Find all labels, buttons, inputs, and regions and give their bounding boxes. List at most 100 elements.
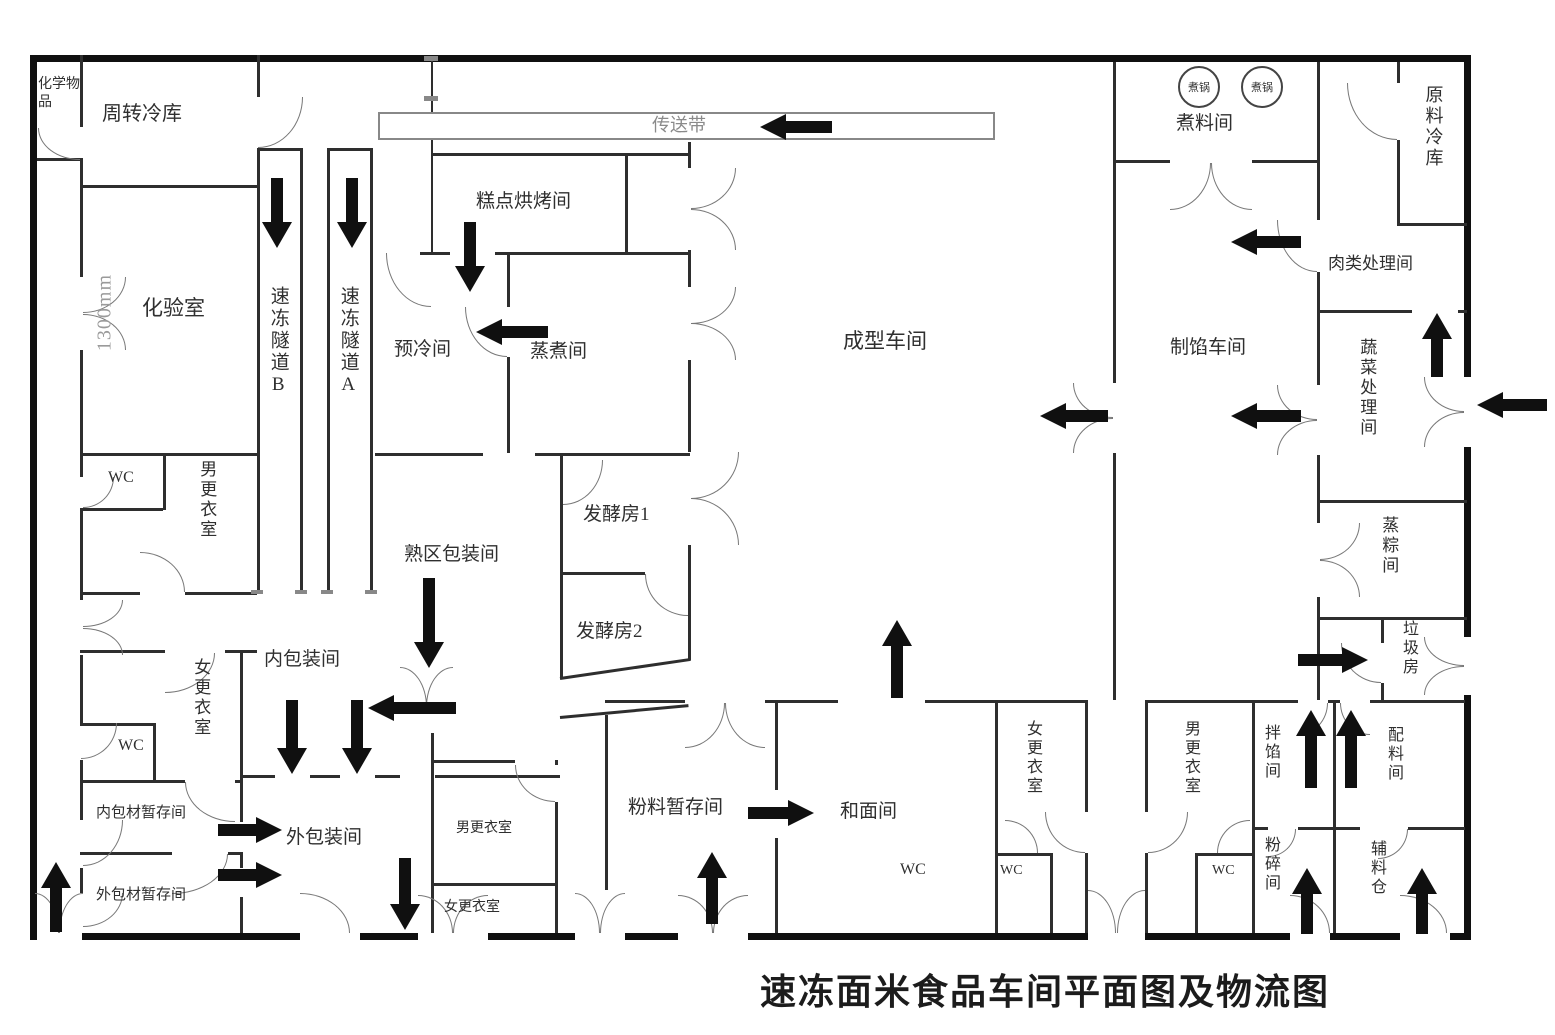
wall-segment — [431, 733, 434, 933]
flow-arrow-down — [277, 700, 307, 774]
wall-segment — [507, 252, 510, 307]
flow-arrow-up — [1422, 313, 1452, 377]
wall-segment — [507, 357, 510, 453]
arrow-head — [455, 266, 485, 292]
room-label-crushing: 粉碎间 — [1262, 836, 1279, 893]
wall-segment — [243, 775, 275, 778]
wall-segment — [1330, 933, 1400, 940]
wall-segment — [375, 775, 400, 778]
arrow-shaft — [50, 888, 62, 932]
wall-segment — [688, 360, 691, 452]
arrow-head — [760, 113, 786, 140]
wall-segment — [435, 775, 560, 778]
arrow-shaft — [1298, 654, 1342, 666]
wall-segment — [1464, 55, 1471, 377]
wall-segment — [1252, 700, 1255, 933]
door-swing-arc — [515, 765, 555, 802]
wall-segment — [432, 153, 688, 156]
wall-segment — [431, 883, 555, 886]
arrow-head — [1295, 710, 1326, 736]
door-swing-arc — [575, 893, 600, 933]
wall-segment — [1397, 62, 1400, 83]
wall-segment — [495, 252, 690, 255]
wall-segment — [80, 852, 172, 855]
room-label-vegetable-processing: 蔬菜处理间 — [1357, 338, 1377, 438]
wall-segment — [688, 142, 691, 168]
wall-segment — [153, 723, 156, 780]
wall-segment — [1397, 140, 1400, 223]
wall-segment — [688, 250, 691, 287]
arrow-head — [1231, 229, 1257, 255]
wall-segment — [1298, 827, 1360, 830]
arrow-shaft — [1431, 339, 1443, 377]
wall-segment — [30, 55, 37, 940]
arrow-shaft — [1257, 236, 1301, 248]
flow-arrow-up — [1295, 710, 1326, 788]
door-swing-arc — [563, 460, 603, 505]
wall-segment — [488, 933, 575, 940]
wall-segment — [1252, 160, 1317, 163]
wall-segment — [1381, 683, 1384, 700]
room-label-wc: WC — [1212, 863, 1235, 878]
arrow-head — [390, 904, 420, 930]
wall-segment — [80, 508, 163, 511]
wall-segment — [80, 158, 83, 277]
wall-segment — [80, 55, 83, 127]
door-swing-arc — [258, 97, 303, 148]
wall-segment — [1397, 223, 1467, 226]
door-jamb-tick — [295, 590, 307, 594]
arrow-shaft — [346, 178, 358, 222]
wall-segment — [1450, 933, 1471, 940]
wall-segment — [1145, 853, 1148, 933]
wall-segment — [360, 933, 418, 940]
room-label-cooking-room: 煮料间 — [1176, 113, 1234, 134]
door-swing-arc — [1045, 812, 1085, 853]
arrow-head — [256, 862, 282, 888]
wall-segment — [1145, 700, 1148, 812]
arrow-head — [476, 319, 502, 345]
door-swing-arc — [81, 723, 117, 759]
cooking-pot-icon: 煮锅 — [1178, 66, 1220, 108]
arrow-head — [788, 800, 814, 826]
wall-segment — [555, 802, 558, 933]
arrow-head — [342, 748, 372, 774]
room-label-wc: WC — [118, 737, 144, 754]
flow-arrow-down — [337, 178, 367, 248]
door-swing-arc — [1170, 163, 1211, 210]
arrow-shaft — [1257, 410, 1301, 422]
wall-segment — [80, 760, 83, 820]
wall-segment — [240, 852, 243, 868]
wall-segment — [240, 897, 243, 933]
wall-segment — [1085, 853, 1088, 933]
door-swing-arc — [691, 168, 736, 209]
arrow-shaft — [1066, 410, 1108, 422]
wall-segment — [1195, 853, 1198, 933]
wall-segment — [688, 545, 691, 660]
room-label-male-changing-right: 男更衣室 — [1182, 720, 1199, 796]
arrow-head — [262, 222, 292, 248]
arrow-shaft — [891, 646, 903, 698]
door-swing-arc — [300, 893, 350, 933]
door-jamb-tick — [321, 590, 333, 594]
room-label-zongzi-steaming: 蒸粽间 — [1379, 516, 1399, 576]
arrow-shaft — [1300, 894, 1313, 934]
room-label-lab: 化验室 — [142, 296, 205, 320]
door-swing-arc — [691, 209, 736, 250]
wall-segment — [163, 453, 166, 510]
room-label-garbage-room: 垃圾房 — [1400, 620, 1417, 677]
wall-segment — [535, 453, 690, 456]
arrow-head — [882, 620, 912, 646]
cooking-pot-label: 煮锅 — [1188, 82, 1210, 94]
wall-segment — [925, 700, 1085, 703]
wall-segment — [1145, 933, 1290, 940]
flow-arrow-right — [748, 800, 814, 826]
wall-segment — [765, 700, 838, 703]
room-label-powder-storage: 粉料暂存间 — [628, 797, 724, 818]
room-label-chemical-storage: 化学物品 — [38, 77, 80, 111]
wall-segment — [748, 933, 1088, 940]
room-label-wc: WC — [108, 469, 134, 486]
wall-segment — [1085, 700, 1088, 812]
wall-segment — [1458, 310, 1467, 313]
wall-segment — [431, 760, 515, 763]
